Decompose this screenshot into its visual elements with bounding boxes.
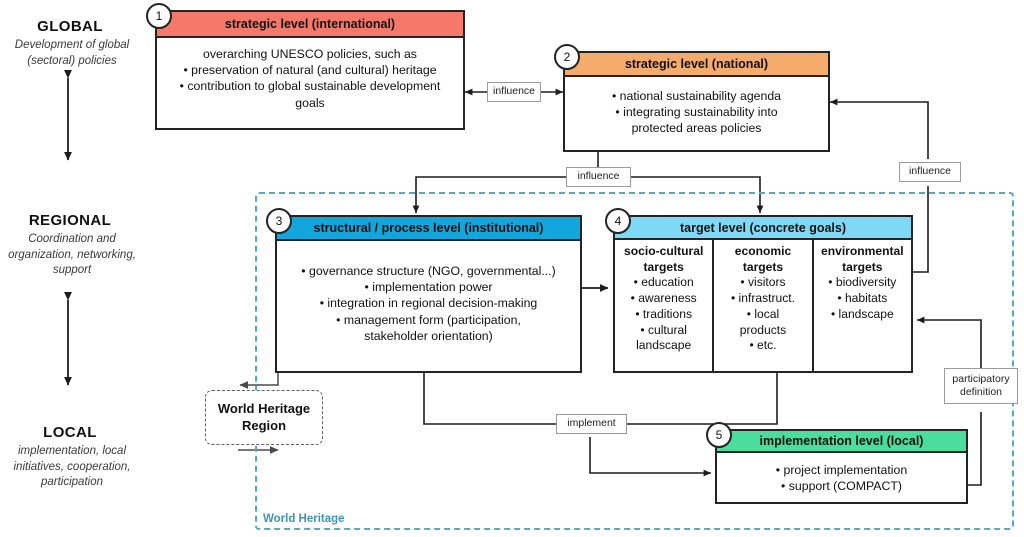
participatory-definition-line-1: participatory xyxy=(952,372,1010,385)
box-header-1: strategic level (international) xyxy=(157,12,463,38)
box-strategic-international[interactable]: strategic level (international) overarch… xyxy=(155,10,465,130)
box-target-level[interactable]: target level (concrete goals) socio-cult… xyxy=(613,215,913,373)
box-number-badge-3: 3 xyxy=(266,208,292,234)
box-header-4: target level (concrete goals) xyxy=(615,217,911,240)
box2-line: • national sustainability agenda xyxy=(611,89,782,103)
column-item: • education xyxy=(633,275,694,290)
box-number-badge-4: 4 xyxy=(605,208,631,234)
column-item: • habitats xyxy=(837,291,888,306)
box1-line: overarching UNESCO policies, such as xyxy=(203,47,417,61)
box-body-2: • national sustainability agenda • integ… xyxy=(565,77,828,143)
box2-line: • integrating sustainability into xyxy=(615,105,778,120)
column-item: products xyxy=(739,322,787,337)
box-header-3: structural / process level (institutiona… xyxy=(277,217,580,241)
column-item: • landscape xyxy=(830,306,894,321)
world-heritage-region-box[interactable]: World Heritage Region xyxy=(205,390,323,445)
column-item: • infrastruct. xyxy=(730,291,796,306)
column-title: targets xyxy=(643,259,684,274)
box3-line: • integration in regional decision-makin… xyxy=(319,296,538,311)
scale-title-local: LOCAL xyxy=(43,424,97,441)
box-strategic-national[interactable]: strategic level (national) • national su… xyxy=(563,51,830,152)
target-column-economic: economic targets • visitors • infrastruc… xyxy=(712,240,811,371)
scale-title-global: GLOBAL xyxy=(37,18,103,35)
box1-line: • contribution to global sustainable dev… xyxy=(179,79,441,94)
column-item: • traditions xyxy=(635,306,692,321)
box-number-badge-1: 1 xyxy=(146,3,172,29)
box-header-2: strategic level (national) xyxy=(565,53,828,77)
wh-region-line-1: World Heritage xyxy=(217,400,311,416)
box-implementation-level[interactable]: implementation level (local) • project i… xyxy=(715,429,968,504)
wh-region-line-2: Region xyxy=(241,417,287,433)
column-title: targets xyxy=(742,259,784,274)
box-number-badge-2: 2 xyxy=(554,44,580,70)
box2-line: protected areas policies xyxy=(631,121,762,136)
edge-label-influence-right: influence xyxy=(899,162,961,182)
world-heritage-region-label: World Heritage Region xyxy=(218,401,310,435)
column-title: economic xyxy=(734,244,792,258)
target-columns: socio-cultural targets • education • awa… xyxy=(615,240,911,371)
column-item: • cultural xyxy=(640,322,687,337)
scale-title-regional: REGIONAL xyxy=(28,212,112,229)
participatory-definition-line-2: definition xyxy=(959,386,1003,398)
column-item: • visitors xyxy=(740,275,786,290)
box-header-5: implementation level (local) xyxy=(717,431,966,453)
box3-line: stakeholder orientation) xyxy=(364,328,493,343)
scale-subtitle-global: Development of global (sectoral) policie… xyxy=(14,39,130,67)
box3-line: • implementation power xyxy=(364,280,493,295)
column-title: targets xyxy=(842,259,883,274)
box5-line: • support (COMPACT) xyxy=(781,479,902,494)
box3-line: • governance structure (NGO, governmenta… xyxy=(301,264,556,278)
target-column-socio-cultural: socio-cultural targets • education • awa… xyxy=(615,240,712,371)
column-title: environmental xyxy=(820,244,904,258)
column-item: • etc. xyxy=(749,338,777,353)
box3-line: • management form (participation, xyxy=(336,312,521,327)
edge-label-influence-2-down: influence xyxy=(566,167,631,187)
edge-label-implement: implement xyxy=(556,414,627,434)
edge-label-participatory-definition: participatory definition xyxy=(944,368,1018,404)
world-heritage-container xyxy=(255,192,1014,530)
box5-line: • project implementation xyxy=(775,463,908,477)
column-title: socio-cultural xyxy=(624,244,704,258)
column-item: • biodiversity xyxy=(828,275,897,290)
scale-subtitle-local: implementation, local initiatives, coope… xyxy=(13,445,131,489)
scale-subtitle-regional: Coordination and organization, networkin… xyxy=(8,233,136,277)
box-number-badge-5: 5 xyxy=(706,422,732,448)
column-item: • local xyxy=(746,306,780,321)
world-heritage-container-caption: World Heritage xyxy=(263,513,345,525)
target-column-environmental: environmental targets • biodiversity • h… xyxy=(811,240,911,371)
box-body-5: • project implementation • support (COMP… xyxy=(717,453,966,500)
box-structural-process-level[interactable]: structural / process level (institutiona… xyxy=(275,215,582,373)
column-item: • awareness xyxy=(630,291,697,306)
box-body-1: overarching UNESCO policies, such as • p… xyxy=(157,38,463,117)
column-item: landscape xyxy=(636,338,692,353)
edge-label-influence-1-2: influence xyxy=(487,82,541,102)
box1-line: • preservation of natural (and cultural)… xyxy=(183,63,437,78)
box-body-3: • governance structure (NGO, governmenta… xyxy=(277,241,580,350)
box1-line: goals xyxy=(295,95,325,110)
